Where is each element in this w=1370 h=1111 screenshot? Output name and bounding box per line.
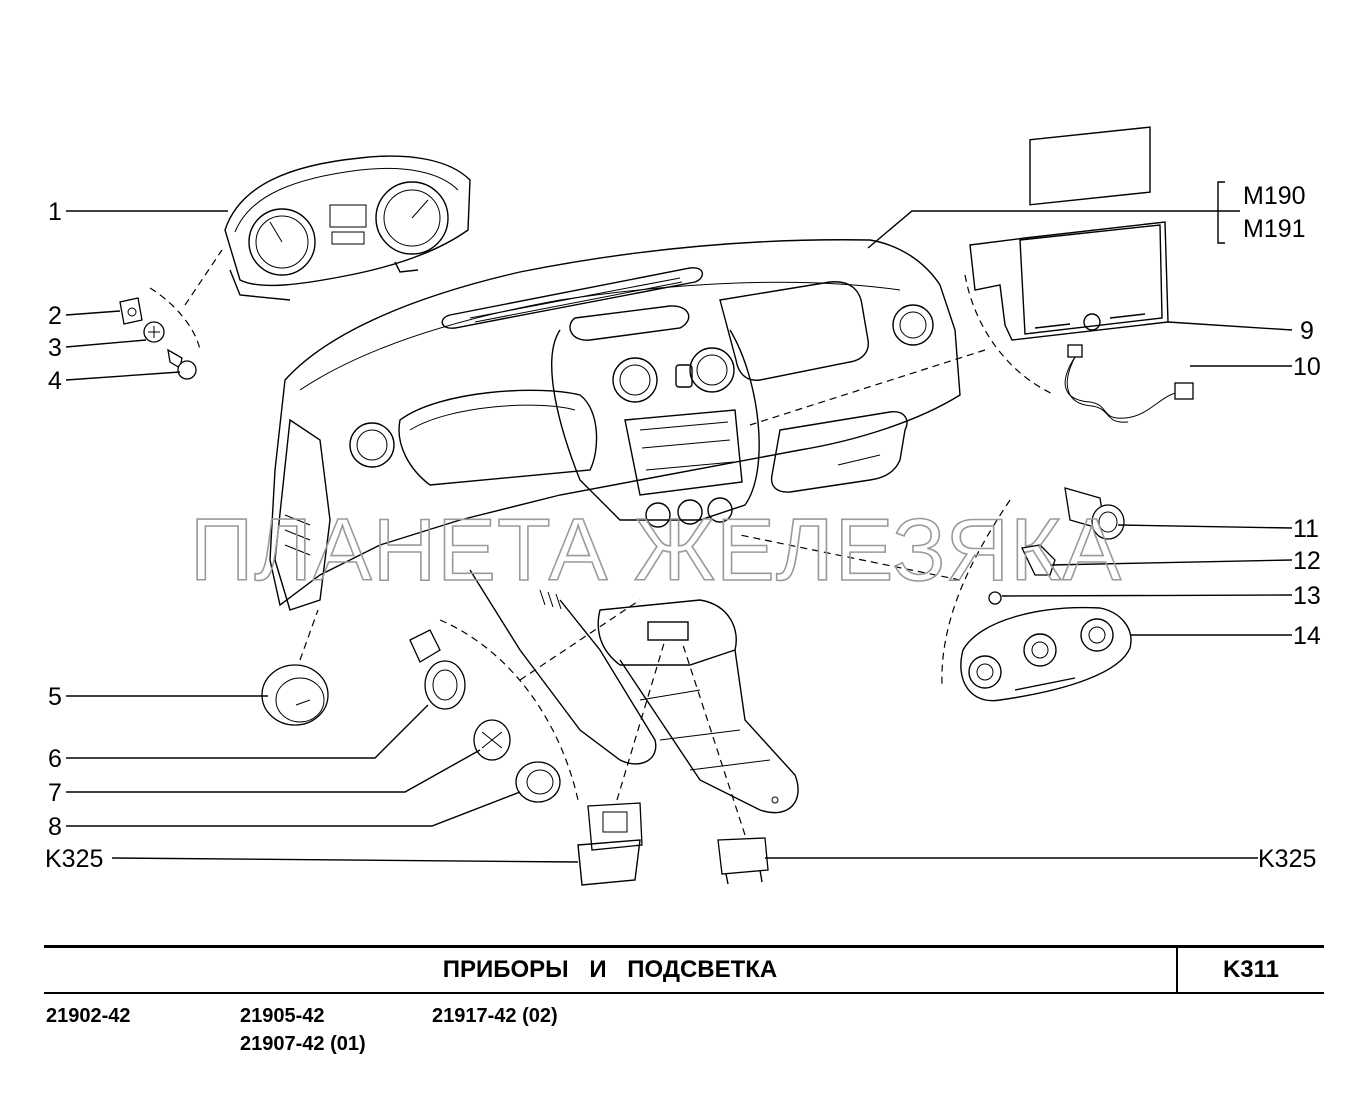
title-block: ПРИБОРЫ И ПОДСВЕТКА K311 — [44, 945, 1324, 994]
callout-12: 12 — [1293, 547, 1321, 575]
callout-6: 6 — [48, 745, 62, 773]
switches-5-8-drawing — [261, 599, 641, 803]
callout-5: 5 — [48, 683, 62, 711]
callout-7: 7 — [48, 779, 62, 807]
k325-switches-drawing — [577, 639, 769, 886]
callout-3: 3 — [48, 334, 62, 362]
model-code-4: 21907-42 (01) — [240, 1033, 366, 1055]
callout-k325-right: K325 — [1258, 845, 1316, 873]
section-code: K311 — [1222, 956, 1280, 983]
callout-k325-left: K325 — [45, 845, 103, 873]
callout-4: 4 — [48, 367, 62, 395]
callout-m191: M191 — [1243, 215, 1306, 243]
leader-lines — [65, 181, 1293, 863]
callout-9: 9 — [1300, 317, 1314, 345]
callout-11: 11 — [1293, 515, 1319, 543]
model-code-1: 21902-42 — [46, 1005, 131, 1027]
section-title: ПРИБОРЫ И ПОДСВЕТКА — [44, 948, 1178, 992]
parts-diagram: 1 2 3 4 5 6 7 8 K325 M190 M191 9 10 11 1… — [45, 126, 1321, 886]
small-parts-2-4-drawing — [119, 249, 223, 380]
callout-labels: 1 2 3 4 5 6 7 8 K325 M190 M191 9 10 11 1… — [45, 182, 1321, 873]
model-code-2: 21905-42 — [240, 1005, 325, 1027]
callout-14: 14 — [1293, 622, 1321, 650]
callout-13: 13 — [1293, 582, 1321, 610]
heater-controls-11-14-drawing — [739, 349, 1132, 702]
callout-m190: M190 — [1243, 182, 1306, 210]
dashboard-drawing — [269, 239, 961, 814]
callout-8: 8 — [48, 813, 62, 841]
multimedia-unit-drawing — [964, 126, 1169, 396]
callout-1: 1 — [48, 198, 62, 226]
model-code-3: 21917-42 (02) — [432, 1005, 558, 1027]
callout-10: 10 — [1293, 353, 1321, 381]
harness-drawing — [1064, 344, 1194, 423]
watermark: ПЛАНЕТА ЖЕЛЕЗЯКА — [190, 500, 1122, 599]
instrument-cluster-drawing — [224, 155, 471, 301]
callout-2: 2 — [48, 302, 62, 330]
